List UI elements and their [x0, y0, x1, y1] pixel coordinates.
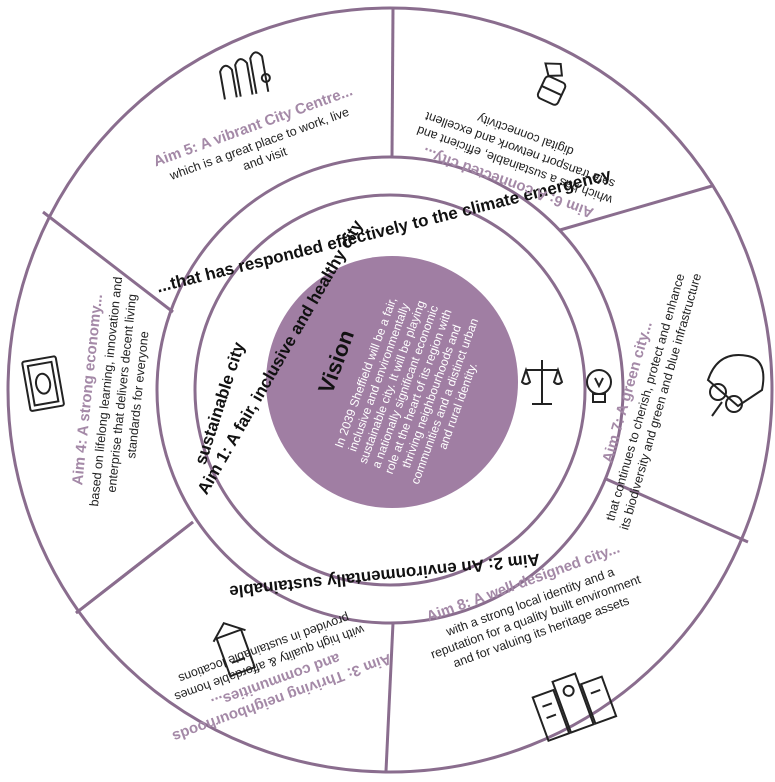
trees-icon — [706, 354, 765, 417]
aim4-block: Aim 4: A strong economy... based on life… — [69, 276, 151, 507]
buildings-icon — [531, 672, 618, 743]
aim3-block: Aim 3: Thriving neighbourhoods and commu… — [170, 611, 394, 745]
transport-icon — [536, 62, 567, 106]
scales-of-justice-icon — [520, 360, 564, 405]
segment-dividers — [42, 7, 749, 772]
inner-ring-border — [193, 193, 587, 587]
city-skyline-icon — [219, 51, 271, 100]
aim7-line-1: that continues to cherish, protect and e… — [603, 272, 687, 522]
middle-ring-border — [155, 155, 625, 625]
outer-ring — [6, 6, 774, 774]
banknotes-icon — [21, 355, 65, 412]
lightbulb-icon — [586, 369, 612, 403]
aim5-block: Aim 5: A vibrant City Centre... which is… — [151, 82, 355, 183]
house-icon — [212, 621, 257, 678]
vision-circle — [266, 256, 518, 508]
